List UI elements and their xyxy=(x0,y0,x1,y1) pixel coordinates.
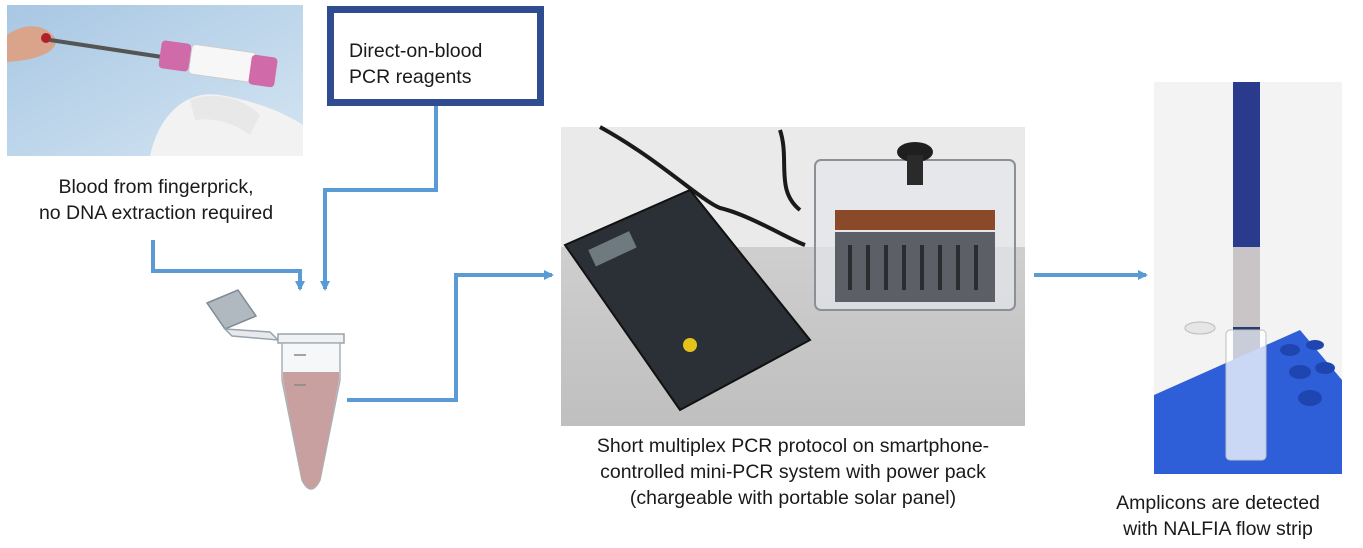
pcr-caption-line-3: (chargeable with portable solar panel) xyxy=(629,487,957,509)
arrow-blood-to-tube xyxy=(151,240,305,291)
blood-caption-line-1: Blood from fingerprick, xyxy=(58,176,254,198)
reagents-box: Direct-on-blood PCR reagents xyxy=(327,6,544,106)
detection-caption-line-2: with NALFIA flow strip xyxy=(1123,518,1313,540)
reagents-caption-line-1: Direct-on-blood xyxy=(349,40,483,62)
reagents-caption: Direct-on-blood PCR reagents xyxy=(349,38,537,90)
detection-caption-line-1: Amplicons are detected xyxy=(1116,492,1320,514)
reagents-caption-line-2: PCR reagents xyxy=(349,66,472,88)
blood-caption: Blood from fingerprick, no DNA extractio… xyxy=(0,174,312,226)
flow-strip-photo xyxy=(1154,82,1342,474)
pcr-caption-line-1: Short multiplex PCR protocol on smartpho… xyxy=(596,435,990,457)
microtube-icon xyxy=(205,289,345,490)
mini-pcr-photo xyxy=(561,125,1025,426)
blood-caption-line-2: no DNA extraction required xyxy=(38,202,274,224)
pcr-caption: Short multiplex PCR protocol on smartpho… xyxy=(533,433,1053,511)
arrow-tube-to-pcr xyxy=(347,270,554,402)
arrow-reagents-to-tube xyxy=(320,106,438,291)
fingerprick-photo xyxy=(7,5,303,156)
detection-caption: Amplicons are detected with NALFIA flow … xyxy=(1078,490,1358,542)
pcr-caption-line-2: controlled mini-PCR system with power pa… xyxy=(600,461,986,483)
